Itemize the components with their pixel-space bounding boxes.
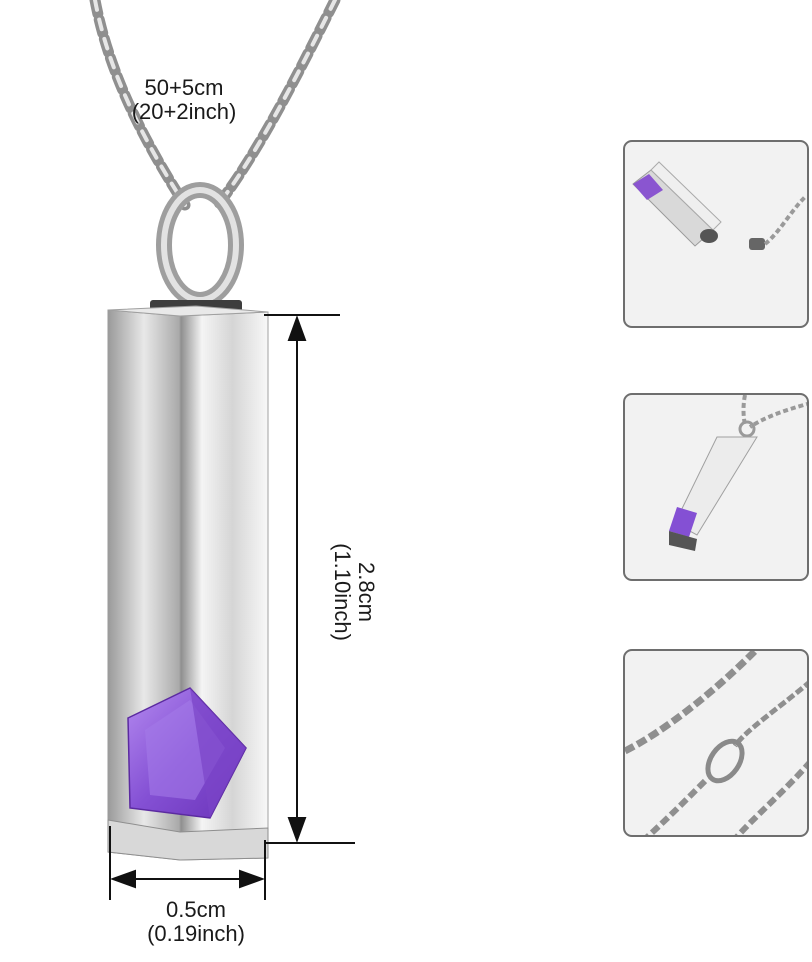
width-label: 0.5cm (0.19inch)	[96, 898, 296, 946]
height-cm: 2.8cm	[354, 562, 379, 622]
cylinder-pendant	[107, 305, 269, 861]
chain-length-cm: 50+5cm	[144, 75, 224, 100]
chain-length-inch: (20+2inch)	[131, 99, 237, 124]
thumbnail-chain-clasp[interactable]	[623, 649, 809, 837]
pendant-front-image	[669, 395, 807, 551]
chain-length-label: 50+5cm (20+2inch)	[104, 76, 264, 124]
chain-clasp-image	[625, 651, 807, 835]
height-label: 2.8cm (1.10inch)	[330, 482, 379, 702]
thumbnail-pendant-open[interactable]	[623, 140, 809, 328]
bail-ring	[150, 182, 244, 316]
chain	[89, 0, 341, 211]
height-dimension-line	[264, 314, 355, 844]
thumbnail-pendant-front[interactable]	[623, 393, 809, 581]
width-dimension-line	[109, 826, 266, 900]
width-inch: (0.19inch)	[147, 921, 245, 946]
height-inch: (1.10inch)	[330, 543, 355, 641]
pendant-open-image	[632, 161, 807, 250]
width-cm: 0.5cm	[166, 897, 226, 922]
purple-gem	[127, 687, 247, 819]
